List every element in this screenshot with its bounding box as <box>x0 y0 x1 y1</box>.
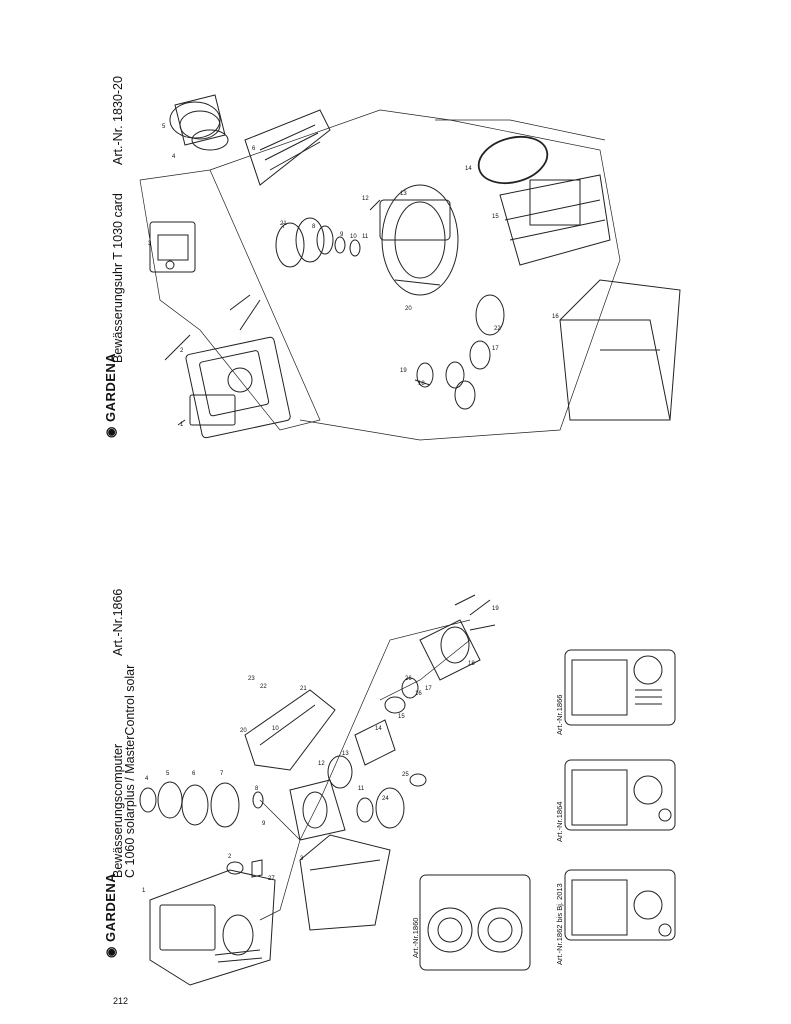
left-label: 6 <box>192 771 196 777</box>
left-label: 9 <box>262 821 266 827</box>
right-label: 16 <box>552 314 559 320</box>
left-label: 13 <box>342 751 349 757</box>
right-part-cover-box <box>559 279 681 421</box>
right-label: 7 <box>282 224 286 230</box>
variant-1866-drawing <box>564 649 676 726</box>
right-label: 10 <box>350 234 357 240</box>
right-part-electronics-module <box>499 174 611 266</box>
right-part-labels: 1 2 3 4 5 6 7 8 9 10 11 12 13 14 15 16 1… <box>148 124 559 428</box>
variant-caption-1862: Art.-Nr.1862 bis Bj. 2013 <box>555 883 564 965</box>
left-label: 4 <box>145 776 149 782</box>
variant-1864-drawing <box>564 759 676 831</box>
right-label: 21 <box>280 221 287 227</box>
right-label: 8 <box>312 224 316 230</box>
left-part-adapters <box>139 781 264 828</box>
variant-caption-1860: Art.-Nr.1860 <box>411 917 420 958</box>
right-label: 5 <box>162 124 166 130</box>
left-label: 21 <box>300 686 307 692</box>
left-label: 5 <box>166 771 170 777</box>
left-part-computer-housing <box>149 869 276 986</box>
right-label: 11 <box>362 234 369 240</box>
left-part-cover-20 <box>244 689 336 771</box>
left-label: 7 <box>220 771 224 777</box>
left-label: 27 <box>268 876 275 882</box>
left-label: 12 <box>318 761 325 767</box>
variant-1860-drawing <box>419 874 531 971</box>
right-part-cover-plate <box>244 109 331 186</box>
right-label: 1 <box>180 422 184 428</box>
left-part-clips <box>226 859 263 878</box>
variant-1862-drawing <box>564 869 676 941</box>
left-label: 25 <box>402 772 409 778</box>
left-assembly-outline <box>259 619 471 921</box>
right-part-o-ring-large <box>477 135 549 185</box>
right-part-housing-base <box>177 336 291 439</box>
left-label: 16 <box>415 691 422 697</box>
right-label: 19 <box>400 368 407 374</box>
right-label: 13 <box>400 191 407 197</box>
left-label: 1 <box>142 888 146 894</box>
left-label: 15 <box>398 714 405 720</box>
right-label: 14 <box>465 166 472 172</box>
left-label: 3 <box>300 856 304 862</box>
left-label: 20 <box>240 728 247 734</box>
left-label: 23 <box>248 676 255 682</box>
left-label: 18 <box>468 661 475 667</box>
left-label: 26 <box>405 676 412 682</box>
right-part-valve-body <box>369 184 459 296</box>
right-label: 6 <box>252 146 256 152</box>
left-part-end-unit <box>419 594 496 681</box>
variant-caption-1866: Art.-Nr.1866 <box>555 694 564 735</box>
left-part-cover-shell <box>299 834 391 931</box>
left-label: 2 <box>228 854 232 860</box>
right-assembly-outline <box>139 109 621 441</box>
right-label: 2 <box>180 348 184 354</box>
right-label: 18 <box>418 381 425 387</box>
left-label: 14 <box>375 726 382 732</box>
variant-caption-1864: Art.-Nr.1864 <box>555 801 564 842</box>
right-label: 3 <box>148 241 152 247</box>
left-label: 22 <box>260 684 267 690</box>
right-label: 15 <box>492 214 499 220</box>
right-label: 17 <box>492 346 499 352</box>
left-part-ring-25 <box>409 773 427 787</box>
right-label: 12 <box>362 196 369 202</box>
left-label: 24 <box>382 796 389 802</box>
right-label: 4 <box>172 154 176 160</box>
right-part-valve-stack <box>275 217 361 268</box>
page-number: 212 <box>113 996 129 1006</box>
left-label: 17 <box>425 686 432 692</box>
right-label: 20 <box>405 306 412 312</box>
left-part-valve-body <box>289 779 405 841</box>
left-label: 19 <box>492 606 499 612</box>
left-part-actuator <box>327 677 419 789</box>
right-part-gears <box>414 294 505 410</box>
right-label: 22 <box>494 326 501 332</box>
right-label: 9 <box>340 232 344 238</box>
left-label: 11 <box>358 786 365 792</box>
right-part-adapter <box>169 94 229 151</box>
left-label: 8 <box>255 786 259 792</box>
right-part-screws <box>164 294 261 361</box>
left-label: 10 <box>272 726 279 732</box>
left-part-labels: 1 2 3 4 5 6 7 8 9 10 11 12 13 14 15 16 1… <box>142 606 499 894</box>
right-part-bracket <box>149 221 196 273</box>
